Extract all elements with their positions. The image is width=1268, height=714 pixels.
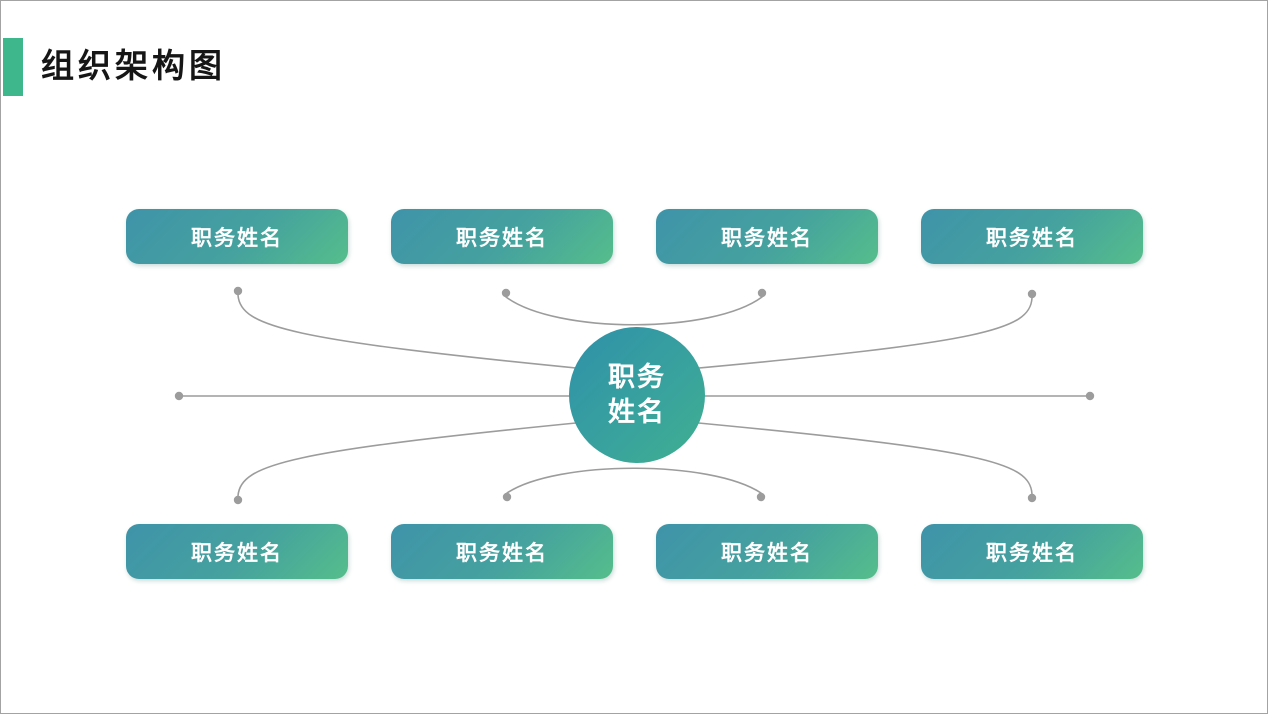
center-node-label-line1: 职务: [608, 362, 666, 392]
org-node-label: 职务姓名: [191, 541, 283, 565]
connector-bottom-outer-left: [237, 421, 587, 497]
connector-bottom-outer-right: [687, 421, 1033, 495]
org-node-top-4[interactable]: 职务姓名: [921, 209, 1143, 264]
org-node-label: 职务姓名: [986, 226, 1078, 250]
org-node-top-1[interactable]: 职务姓名: [126, 209, 348, 264]
org-node-top-3[interactable]: 职务姓名: [656, 209, 878, 264]
connector-dot: [502, 492, 512, 502]
org-node-label: 职务姓名: [721, 541, 813, 565]
org-node-label: 职务姓名: [456, 541, 548, 565]
connector-top-outer-left: [237, 294, 587, 370]
connector-dot: [1027, 289, 1037, 299]
connector-dot: [233, 495, 243, 505]
org-node-bottom-2[interactable]: 职务姓名: [391, 524, 613, 579]
center-node-label-line2: 姓名: [608, 397, 666, 427]
connector-dot: [174, 391, 184, 401]
org-node-bottom-3[interactable]: 职务姓名: [656, 524, 878, 579]
org-node-label: 职务姓名: [456, 226, 548, 250]
org-node-top-2[interactable]: 职务姓名: [391, 209, 613, 264]
org-node-label: 职务姓名: [986, 541, 1078, 565]
slide-title: 组织架构图: [41, 47, 226, 84]
org-node-bottom-1[interactable]: 职务姓名: [126, 524, 348, 579]
connector-dot: [757, 288, 767, 298]
connector-dot: [1085, 391, 1095, 401]
org-center-node[interactable]: 职务 姓名: [569, 327, 705, 463]
org-node-label: 职务姓名: [721, 226, 813, 250]
title-accent-bar: [3, 38, 23, 96]
connector-dot: [233, 286, 243, 296]
connector-dot: [1027, 493, 1037, 503]
org-node-label: 职务姓名: [191, 226, 283, 250]
connector-bottom-inner-arc: [506, 467, 762, 494]
connector-top-outer-right: [687, 297, 1033, 370]
connector-dot: [756, 492, 766, 502]
org-node-bottom-4[interactable]: 职务姓名: [921, 524, 1143, 579]
connector-dot: [501, 288, 511, 298]
connector-top-inner-arc: [505, 296, 763, 326]
